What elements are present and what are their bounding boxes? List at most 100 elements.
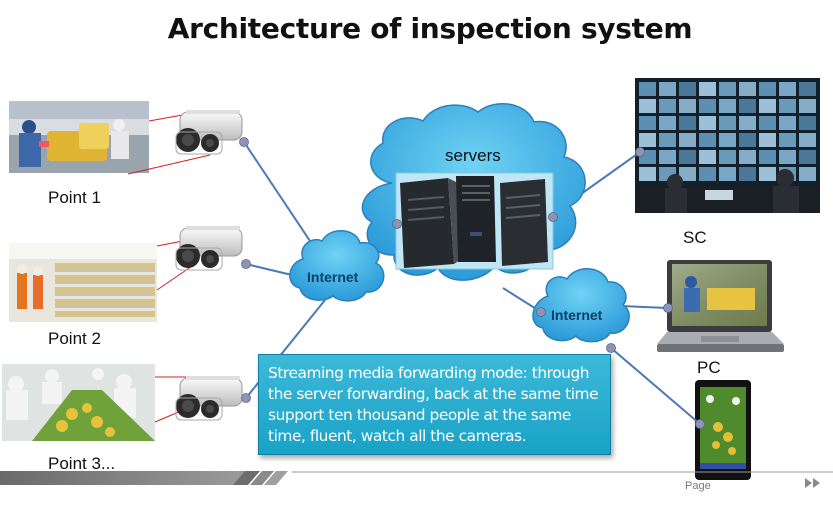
monitor-screen (799, 116, 816, 130)
camera-3-icon (175, 376, 243, 421)
monitor-screen (759, 133, 776, 147)
server-tower-3 (500, 179, 548, 266)
monitor-screen (679, 99, 696, 113)
server-tower-1 (400, 178, 460, 268)
monitor-screen (679, 82, 696, 96)
node-camera-2 (241, 259, 251, 269)
monitor-screen (679, 133, 696, 147)
monitor-screen (699, 82, 716, 96)
smartphone (694, 379, 752, 481)
monitor-screen (659, 116, 676, 130)
monitor-screen (739, 116, 756, 130)
slide-title: Architecture of inspection system (167, 12, 693, 45)
monitor-screen (759, 167, 776, 181)
monitor-screen (659, 150, 676, 164)
monitor-screen (659, 133, 676, 147)
node-camera-3 (241, 393, 251, 403)
monitor-screen (639, 167, 656, 181)
camera-view-lines (127, 110, 211, 423)
point-1-photo (9, 101, 149, 173)
monitor-screen (799, 133, 816, 147)
servers-cloud-label: servers (445, 146, 501, 165)
monitor-screen (719, 116, 736, 130)
smartphone-icon (695, 380, 751, 480)
sorting-line-photo-image (2, 364, 155, 441)
monitor-screen (799, 150, 816, 164)
streaming-caption-box: Streaming media forwarding mode: through… (258, 354, 611, 455)
monitor-wall-image (635, 78, 820, 213)
monitor-screen (779, 82, 796, 96)
monitor-screen (759, 116, 776, 130)
monitor-screen (779, 116, 796, 130)
monitor-screen (679, 167, 696, 181)
warehouse-photo-image (9, 243, 157, 322)
monitor-screen (699, 133, 716, 147)
monitor-screen (739, 82, 756, 96)
pc-label: PC (697, 358, 721, 377)
point-1-label: Point 1 (48, 188, 101, 207)
monitor-screen (759, 150, 776, 164)
pc-laptop (657, 258, 784, 358)
monitor-screen (659, 82, 676, 96)
monitor-screen (799, 82, 816, 96)
monitor-screen (639, 99, 656, 113)
node-servers-left (392, 219, 402, 229)
monitor-screen (639, 116, 656, 130)
camera-1-icon (175, 110, 243, 155)
monitor-screen (699, 167, 716, 181)
point-3-photo (2, 364, 155, 441)
page-label: Page (685, 480, 711, 492)
monitor-screen (679, 116, 696, 130)
camera-2-icon (175, 226, 243, 271)
footer-bar (0, 471, 833, 488)
sc-label: SC (683, 228, 707, 247)
node-servers-right (548, 212, 558, 222)
node-phone (695, 419, 705, 429)
sc-monitor-wall-photo (635, 78, 820, 213)
laptop-icon (657, 260, 784, 352)
next-page-arrows-icon (805, 478, 820, 488)
servers-image (395, 172, 554, 270)
streaming-caption-text: Streaming media forwarding mode: through… (268, 364, 599, 445)
internet-right-label: Internet (551, 307, 603, 323)
monitor-screen (739, 167, 756, 181)
monitor-screen (779, 99, 796, 113)
monitor-screen (759, 99, 776, 113)
monitor-screen (719, 167, 736, 181)
monitor-screen (639, 82, 656, 96)
server-tower-2 (456, 176, 496, 262)
node-pc (663, 303, 673, 313)
monitor-screen (719, 99, 736, 113)
monitor-screen (719, 150, 736, 164)
internet-left-label: Internet (307, 269, 359, 285)
point-2-photo (9, 243, 157, 322)
monitor-screen (779, 133, 796, 147)
monitor-screen (759, 82, 776, 96)
monitor-screen (679, 150, 696, 164)
node-sc (635, 147, 645, 157)
factory-photo-image (9, 101, 149, 173)
node-internet-right-in (536, 307, 546, 317)
monitor-screen (699, 116, 716, 130)
monitor-screen (639, 133, 656, 147)
monitor-screen (699, 99, 716, 113)
monitor-screen (739, 99, 756, 113)
monitor-screen (659, 99, 676, 113)
monitor-screen (699, 150, 716, 164)
internet-cloud-left (289, 230, 385, 302)
point-2-label: Point 2 (48, 329, 101, 348)
node-camera-1 (239, 137, 249, 147)
monitor-screen (799, 99, 816, 113)
node-internet-right-out (606, 343, 616, 353)
point-3-label: Point 3... (48, 454, 116, 473)
monitor-screen (799, 167, 816, 181)
monitor-screen (739, 150, 756, 164)
monitor-screen (739, 133, 756, 147)
monitor-screen (719, 133, 736, 147)
internet-cloud-right (532, 268, 630, 343)
monitor-screen (719, 82, 736, 96)
connection-nodes (239, 137, 705, 429)
monitor-screen (779, 150, 796, 164)
